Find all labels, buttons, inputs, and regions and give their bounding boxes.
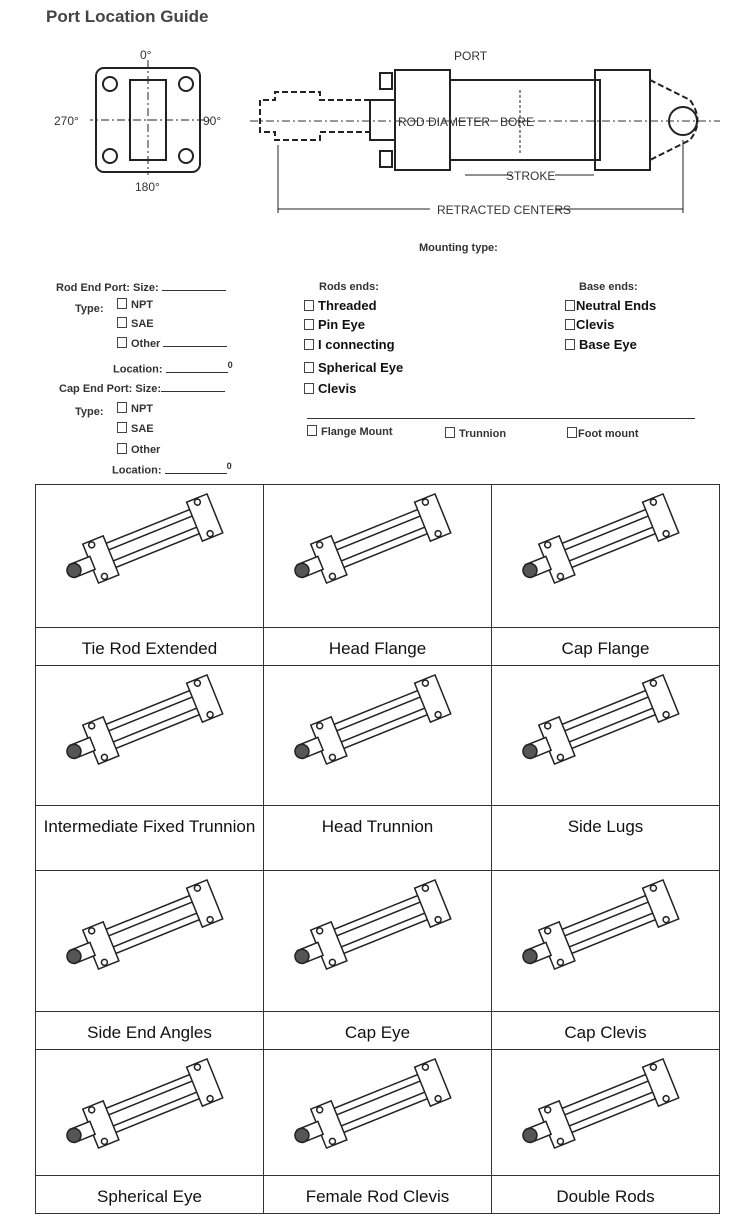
mounting-style-label: Female Rod Clevis	[263, 1175, 492, 1214]
mounting-style-label: Head Flange	[263, 627, 492, 666]
cylinder-dimension-diagram	[250, 69, 720, 213]
cap-port-location-field[interactable]	[164, 464, 227, 474]
mount-foot[interactable]: Foot mount	[567, 427, 638, 440]
mounting-style-image	[35, 665, 264, 806]
rod-port-other-option[interactable]: Other	[117, 337, 228, 350]
rod-ends-heading: Rods ends:	[319, 281, 379, 293]
mounting-style-image	[263, 870, 492, 1012]
mounting-style-label: Cap Flange	[491, 627, 720, 666]
port-location-diagram	[90, 60, 210, 175]
mounting-style-label: Double Rods	[491, 1175, 720, 1214]
rod-port-sae-option[interactable]: SAE	[117, 317, 154, 330]
angle-90: 90°	[203, 114, 222, 128]
base-end-eye[interactable]: Base Eye	[565, 337, 637, 352]
cap-port-size-field[interactable]	[161, 382, 226, 392]
mounting-style-label: Side Lugs	[491, 805, 720, 871]
cylinder-illustration	[293, 492, 452, 585]
cylinder-illustration	[65, 673, 224, 766]
base-end-clevis[interactable]: Clevis	[565, 317, 614, 332]
rod-port-other-field[interactable]	[163, 337, 228, 347]
mounting-style-image	[263, 665, 492, 806]
angle-270: 270°	[54, 114, 79, 128]
checkbox[interactable]	[117, 443, 127, 454]
cap-port-sae-option[interactable]: SAE	[117, 422, 154, 435]
checkbox[interactable]	[117, 298, 127, 309]
image-row	[35, 484, 720, 628]
cylinder-illustration	[65, 1057, 224, 1150]
checkbox[interactable]	[117, 337, 127, 348]
angle-180: 180°	[135, 180, 160, 194]
mounting-style-image	[263, 484, 492, 628]
mounting-style-image	[263, 1049, 492, 1176]
divider	[307, 418, 695, 419]
angle-0: 0°	[140, 48, 152, 62]
rod-diameter-label: ROD DIAMETER	[398, 115, 491, 129]
cylinder-illustration	[521, 878, 680, 971]
mounting-type-heading: Mounting type:	[419, 242, 498, 254]
image-row	[35, 1049, 720, 1176]
mounting-style-label: Intermediate Fixed Trunnion	[35, 805, 264, 871]
checkbox[interactable]	[117, 317, 127, 328]
mounting-style-label: Cap Clevis	[491, 1011, 720, 1050]
rod-port-type-label: Type:	[75, 303, 104, 315]
cylinder-illustration	[293, 673, 452, 766]
rod-port-location: Location: 0	[113, 360, 233, 376]
page-title: Port Location Guide	[46, 7, 209, 26]
mounting-style-image	[491, 665, 720, 806]
bore-label: BORE	[500, 115, 535, 129]
image-row	[35, 870, 720, 1012]
cylinder-illustration	[521, 673, 680, 766]
rod-end-spherical-eye[interactable]: Spherical Eye	[304, 360, 403, 375]
mount-trunnion[interactable]: Trunnion	[445, 427, 506, 440]
base-end-neutral[interactable]: Neutral Ends	[565, 298, 656, 313]
rod-end-i-connecting[interactable]: I connecting	[304, 337, 395, 352]
port-label: PORT	[454, 49, 488, 63]
rod-end-pin-eye[interactable]: Pin Eye	[304, 317, 365, 332]
mounting-style-label: Head Trunnion	[263, 805, 492, 871]
cylinder-illustration	[521, 1057, 680, 1150]
cylinder-illustration	[65, 492, 224, 585]
rod-end-clevis[interactable]: Clevis	[304, 381, 356, 396]
checkbox[interactable]	[117, 402, 127, 413]
stroke-label: STROKE	[506, 169, 556, 183]
mounting-style-image	[491, 870, 720, 1012]
cap-port-size-label: Cap End Port: Size:	[59, 382, 226, 395]
mounting-style-label: Tie Rod Extended	[35, 627, 264, 666]
mounting-style-label: Spherical Eye	[35, 1175, 264, 1214]
cap-port-location: Location: 0	[112, 461, 232, 477]
mounting-style-label: Side End Angles	[35, 1011, 264, 1050]
mount-flange[interactable]: Flange Mount	[307, 425, 393, 438]
rod-port-location-field[interactable]	[165, 363, 228, 373]
base-ends-heading: Base ends:	[579, 281, 638, 293]
cylinder-illustration	[293, 878, 452, 971]
rod-port-size-field[interactable]	[161, 281, 226, 291]
cap-port-type-label: Type:	[75, 406, 104, 418]
rod-end-threaded[interactable]: Threaded	[304, 298, 377, 313]
cylinder-illustration	[521, 492, 680, 585]
mounting-style-image	[35, 484, 264, 628]
cap-port-npt-option[interactable]: NPT	[117, 402, 153, 415]
mounting-style-image	[491, 1049, 720, 1176]
cylinder-illustration	[65, 878, 224, 971]
rod-port-size-label: Rod End Port: Size:	[56, 281, 226, 294]
mounting-style-image	[491, 484, 720, 628]
retracted-centers-label: RETRACTED CENTERS	[437, 203, 572, 217]
mounting-style-image	[35, 870, 264, 1012]
mounting-style-image	[35, 1049, 264, 1176]
image-row	[35, 665, 720, 806]
rod-port-npt-option[interactable]: NPT	[117, 298, 153, 311]
cap-port-other-option[interactable]: Other	[117, 443, 160, 456]
mounting-style-label: Cap Eye	[263, 1011, 492, 1050]
checkbox[interactable]	[117, 422, 127, 433]
cylinder-illustration	[293, 1057, 452, 1150]
